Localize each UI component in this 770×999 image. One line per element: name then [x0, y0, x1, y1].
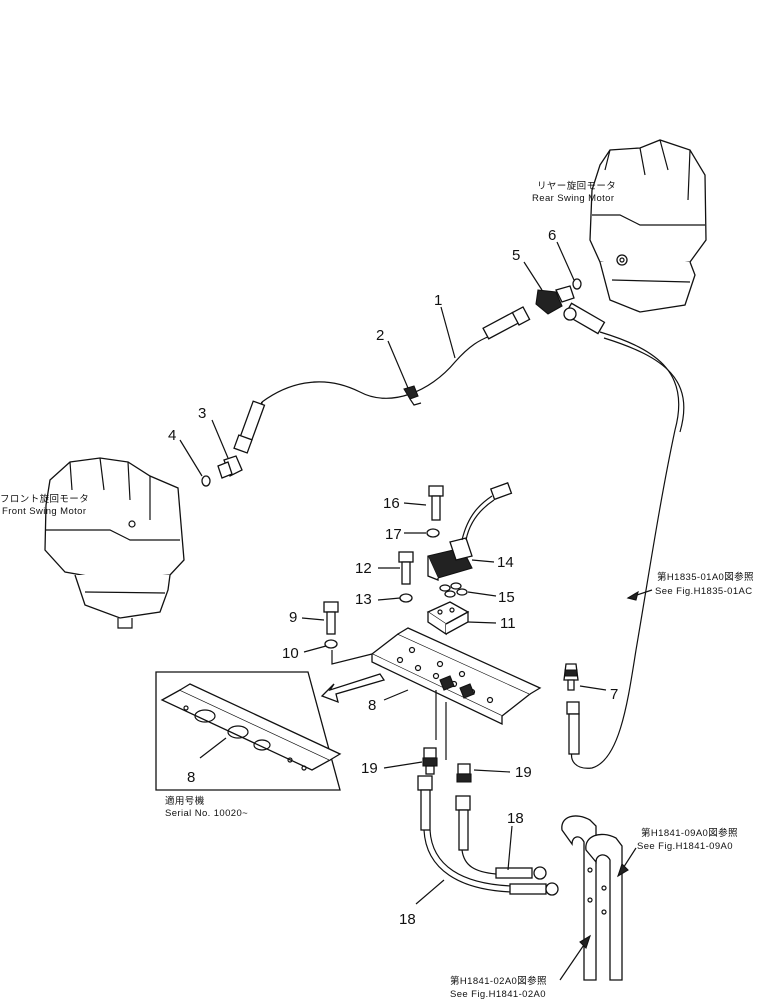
pipes [561, 815, 623, 981]
callout-5: 5 [512, 247, 520, 264]
front-swing-motor [44, 457, 185, 629]
callout-18a: 18 [507, 810, 524, 827]
ref-3-caption-jp: 第H1841-02A0図参照 [450, 975, 547, 987]
hose-1 [233, 306, 531, 454]
hose-end-right [566, 701, 580, 755]
detail-arrow [320, 673, 386, 704]
bolt-12 [398, 551, 414, 585]
callout-15: 15 [498, 589, 515, 606]
callout-3: 3 [198, 405, 206, 422]
o-ring-4 [201, 475, 211, 487]
front-motor-caption-en: Front Swing Motor [2, 506, 86, 517]
ref-1-caption-en: See Fig.H1835-01AC [655, 586, 753, 597]
callout-8b: 8 [187, 769, 195, 786]
ref-1-caption-jp: 第H1835-01A0図参照 [657, 571, 754, 583]
callout-7: 7 [610, 686, 618, 703]
bolt-9 [323, 601, 339, 635]
hose-18-left [417, 775, 559, 896]
front-motor-caption-jp: フロント旋回モータ [0, 493, 89, 505]
clamp-2 [403, 385, 422, 406]
ref-2-caption-jp: 第H1841-09A0図参照 [641, 827, 738, 839]
callout-9: 9 [289, 609, 297, 626]
rear-swing-motor [589, 139, 707, 313]
rear-motor-caption-en: Rear Swing Motor [532, 193, 614, 204]
callout-13: 13 [355, 591, 372, 608]
o-ring-6 [572, 278, 582, 290]
callout-2: 2 [376, 327, 384, 344]
callout-12: 12 [355, 560, 372, 577]
callout-19b: 19 [515, 764, 532, 781]
callout-18b: 18 [399, 911, 416, 928]
washer-13 [399, 593, 413, 603]
serial-caption-en: Serial No. 10020~ [165, 808, 248, 819]
callout-4: 4 [168, 427, 176, 444]
elbow-3 [217, 455, 243, 479]
callout-6: 6 [548, 227, 556, 244]
ref-3-caption-en: See Fig.H1841-02A0 [450, 989, 546, 999]
washer-17 [426, 528, 440, 538]
bracket-8 [370, 627, 542, 726]
washer-10 [324, 639, 338, 649]
rear-motor-caption-jp: リヤー旋回モータ [537, 180, 616, 192]
solenoid-valve-14 [427, 482, 513, 581]
fitting-19-left [422, 747, 438, 775]
block-11 [426, 601, 470, 636]
callout-11: 11 [500, 615, 516, 632]
hose-18-right [455, 795, 547, 880]
ref-2-caption-en: See Fig.H1841-09A0 [637, 841, 733, 852]
fitting-19-right [456, 763, 472, 783]
serial-caption-jp: 適用号機 [165, 795, 205, 807]
elbow-5 [535, 285, 575, 315]
callout-19a: 19 [361, 760, 378, 777]
callout-8a: 8 [368, 697, 376, 714]
callout-1: 1 [434, 292, 442, 309]
fitting-7 [563, 663, 579, 691]
o-rings-15 [439, 582, 468, 598]
callout-16: 16 [383, 495, 400, 512]
callout-10: 10 [282, 645, 299, 662]
hose-right-loop [563, 302, 685, 769]
detail-view [155, 671, 342, 791]
callout-17: 17 [385, 526, 402, 543]
callout-14: 14 [497, 554, 514, 571]
bolt-16 [428, 485, 444, 521]
